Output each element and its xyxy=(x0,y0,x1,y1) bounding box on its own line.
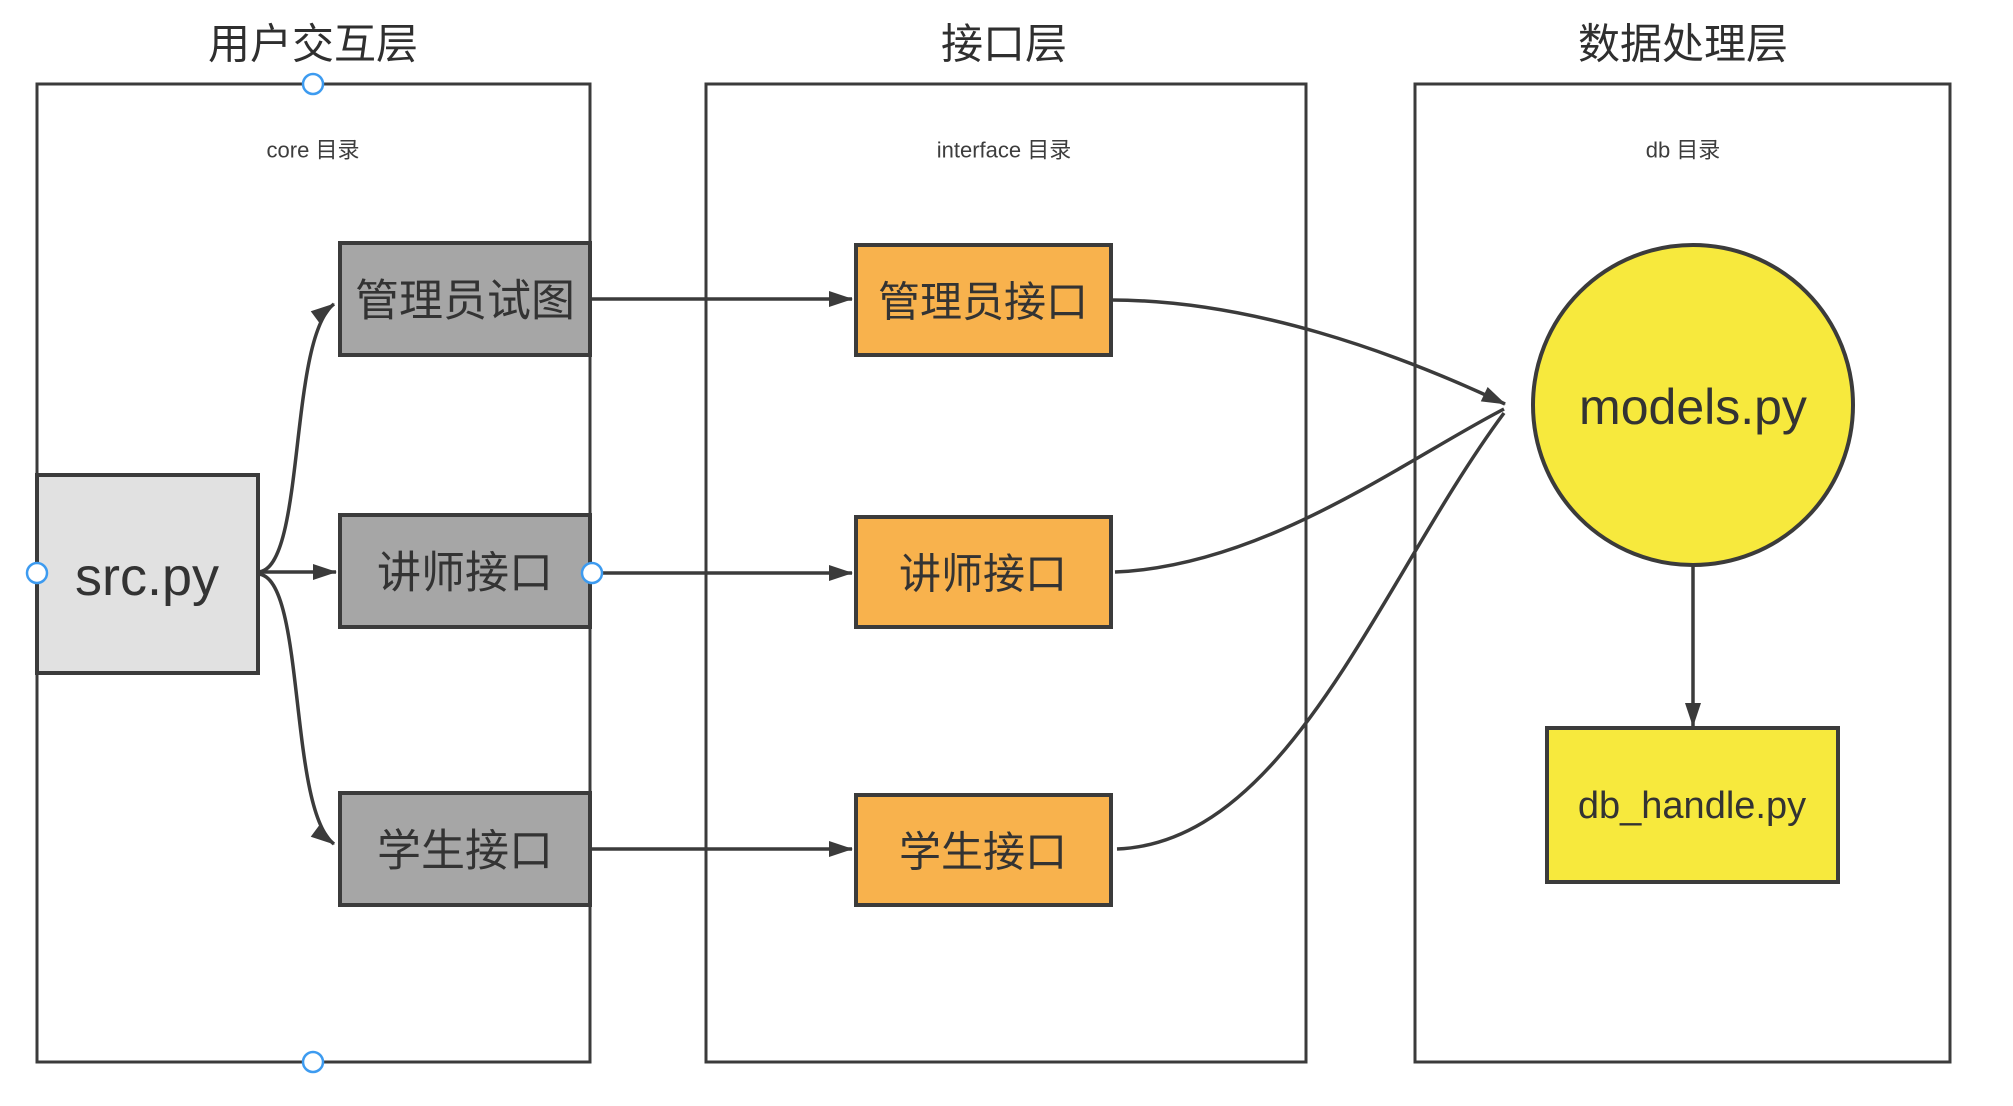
node-teacher-interface: 讲师接口 xyxy=(854,515,1113,629)
edge-admin-if-to-models[interactable] xyxy=(1110,298,1506,406)
student-interface-label: 学生接口 xyxy=(899,829,1067,876)
dir-label-db: db 目录 xyxy=(1646,138,1721,163)
models-py-label: models.py xyxy=(1579,379,1807,435)
node-admin-view: 管理员试图 xyxy=(338,241,592,357)
teacher-core-box[interactable] xyxy=(338,513,592,629)
admin-interface-label: 管理员接口 xyxy=(878,279,1088,326)
src-py-label: src.py xyxy=(75,547,219,607)
connection-points xyxy=(25,72,604,1074)
layer-title-db: 数据处理层 xyxy=(1578,21,1788,68)
node-src-py: src.py xyxy=(35,473,260,675)
connection-point-bottom[interactable] xyxy=(301,1050,325,1074)
student-core-label: 学生接口 xyxy=(377,827,553,876)
edge-teacher-if-to-models[interactable] xyxy=(1114,407,1505,574)
node-student-interface: 学生接口 xyxy=(854,793,1113,907)
admin-view-label: 管理员试图 xyxy=(355,277,575,326)
node-teacher-core: 讲师接口 xyxy=(338,513,592,629)
layer-title-core: 用户交互层 xyxy=(208,21,418,68)
layer-title-interface: 接口层 xyxy=(941,21,1067,68)
admin-view-box[interactable] xyxy=(338,241,592,357)
node-admin-interface: 管理员接口 xyxy=(854,243,1113,357)
admin-interface-box[interactable] xyxy=(854,243,1113,357)
dir-label-interface: interface 目录 xyxy=(937,138,1072,163)
connection-point-right[interactable] xyxy=(580,561,604,585)
edge-src-to-admin-view[interactable] xyxy=(257,302,336,574)
src-py-box[interactable] xyxy=(35,473,260,675)
node-student-core: 学生接口 xyxy=(338,791,592,907)
db-handle-py-box[interactable] xyxy=(1545,726,1840,884)
models-py-circle[interactable] xyxy=(1531,243,1855,567)
teacher-core-label: 讲师接口 xyxy=(377,549,553,598)
student-core-box[interactable] xyxy=(338,791,592,907)
student-interface-box[interactable] xyxy=(854,793,1113,907)
edge-src-to-student-core[interactable] xyxy=(257,572,336,846)
node-db-handle-py: db_handle.py xyxy=(1545,726,1840,884)
connection-point-left[interactable] xyxy=(25,561,49,585)
teacher-interface-box[interactable] xyxy=(854,515,1113,629)
edges xyxy=(257,291,1701,857)
layer-box-db[interactable] xyxy=(1413,82,1952,1064)
teacher-interface-label: 讲师接口 xyxy=(899,551,1067,598)
dir-label-core: core 目录 xyxy=(267,138,360,163)
edge-student-if-to-models[interactable] xyxy=(1116,411,1506,851)
connection-point-top[interactable] xyxy=(301,72,325,96)
db-handle-py-label: db_handle.py xyxy=(1578,785,1806,827)
node-models-py: models.py xyxy=(1531,243,1855,567)
